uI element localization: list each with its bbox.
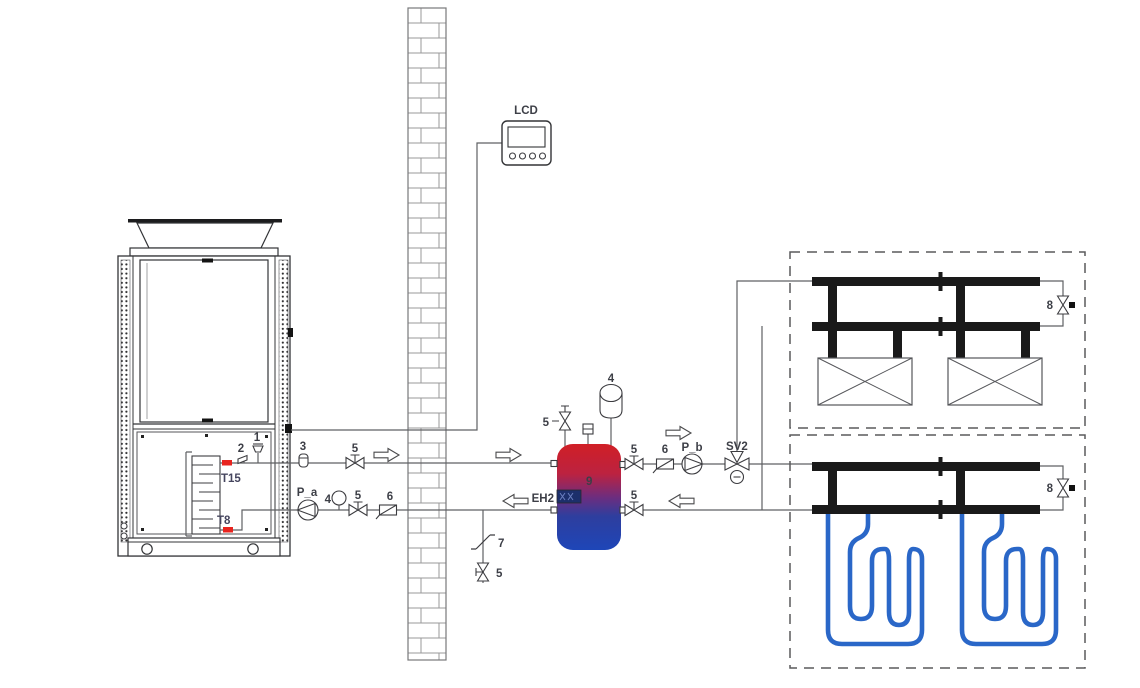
lcd-controller: LCD: [291, 105, 552, 431]
pipes: [220, 280, 812, 583]
flow-arrow-supply-3: [665, 425, 692, 441]
balancing-valve-7: 7: [471, 534, 504, 550]
lcd-label: LCD: [514, 105, 538, 117]
expansion-vessel-small: 4: [325, 490, 347, 506]
foot-left: [141, 543, 153, 555]
svg-text:8: 8: [1047, 300, 1054, 312]
perforated-panel-right: [278, 259, 289, 543]
buffer-tank: 9 EH2: [532, 423, 627, 550]
sensor-t8: T8: [217, 515, 233, 533]
flow-arrow-return-2: [668, 493, 695, 509]
three-way-valve-sv2: SV2: [724, 441, 750, 485]
svg-text:5: 5: [355, 490, 362, 502]
air-vent-3: 3: [298, 441, 309, 468]
lcd-buttons: [508, 152, 547, 160]
svg-text:5: 5: [631, 444, 638, 456]
svg-text:1: 1: [254, 432, 261, 444]
heat-pump-unit: [117, 219, 293, 557]
check-valve-supply-right: [652, 458, 675, 474]
svg-text:P_b: P_b: [681, 442, 702, 454]
drain-valve-5: 5: [475, 562, 503, 582]
svg-text:5: 5: [543, 417, 550, 429]
svg-text:4: 4: [325, 494, 332, 506]
floor-heating-loop-1: [825, 514, 925, 647]
coil-window: [139, 259, 269, 423]
svg-text:T8: T8: [217, 515, 231, 527]
balancing-valve-8-bottom: 8: [1047, 478, 1075, 498]
supply-header: [812, 462, 1040, 471]
shutoff-valve-return-left: [348, 501, 368, 517]
svg-text:2: 2: [238, 443, 244, 455]
lcd-screen: [507, 126, 546, 148]
svg-text:SV2: SV2: [726, 441, 748, 453]
fan-shroud: [136, 222, 274, 249]
fan-coil-supply-riser: [736, 280, 812, 456]
heat-exchanger-coil: [185, 451, 221, 537]
tank-air-vent: 5: [543, 405, 572, 431]
tank-number: 9: [586, 476, 592, 488]
fan-duct-plate: [128, 219, 282, 223]
svg-text:7: 7: [498, 538, 504, 550]
electric-heater: EH2: [532, 489, 582, 505]
shutoff-valve-supply-right: [624, 455, 644, 471]
svg-text:P_a: P_a: [297, 487, 318, 499]
safety-valve-1: 1: [252, 432, 264, 463]
drain-fitting-1: [120, 522, 128, 530]
sensor-t15: T15: [221, 460, 241, 485]
svg-text:T15: T15: [221, 473, 241, 485]
supply-header: [812, 277, 1040, 286]
drain-fitting-2: [120, 532, 128, 540]
brick-wall: [407, 7, 447, 661]
foot-right: [247, 543, 259, 555]
svg-text:6: 6: [662, 444, 668, 456]
shutoff-valve-return-right: [624, 501, 644, 517]
flow-switch-2: 2: [237, 443, 248, 465]
return-header: [812, 505, 1040, 514]
wire-connector: [285, 424, 292, 433]
svg-text:3: 3: [300, 441, 306, 453]
flow-arrow-supply-1: [373, 447, 400, 463]
fan-coil-zone: 8: [789, 251, 1086, 429]
return-header: [812, 322, 1040, 331]
svg-text:4: 4: [608, 373, 615, 385]
balancing-valve-8-top: 8: [1047, 295, 1075, 315]
svg-text:5: 5: [631, 490, 638, 502]
svg-text:8: 8: [1047, 483, 1054, 495]
flow-arrow-return-1: [502, 493, 529, 509]
svg-text:6: 6: [387, 491, 393, 503]
shutoff-valve-supply-left: [345, 454, 365, 470]
expansion-vessel: 4: [599, 373, 623, 419]
control-wire: [291, 142, 502, 431]
floor-heating-loop-2: [959, 514, 1059, 647]
pump-a: P_a: [295, 487, 319, 521]
svg-text:5: 5: [496, 568, 503, 580]
check-valve-return-left: [375, 504, 398, 520]
zone-border: [789, 434, 1086, 669]
svg-text:5: 5: [352, 443, 359, 455]
flow-arrow-supply-2: [495, 447, 522, 463]
floor-heating-zone: 8: [789, 434, 1086, 669]
zone-border: [789, 251, 1086, 429]
perforated-panel-left: [120, 259, 131, 543]
pump-b: P_b: [681, 442, 705, 475]
base-frame: [127, 537, 281, 557]
hinge-tab: [288, 328, 293, 337]
svg-text:EH2: EH2: [532, 493, 554, 505]
